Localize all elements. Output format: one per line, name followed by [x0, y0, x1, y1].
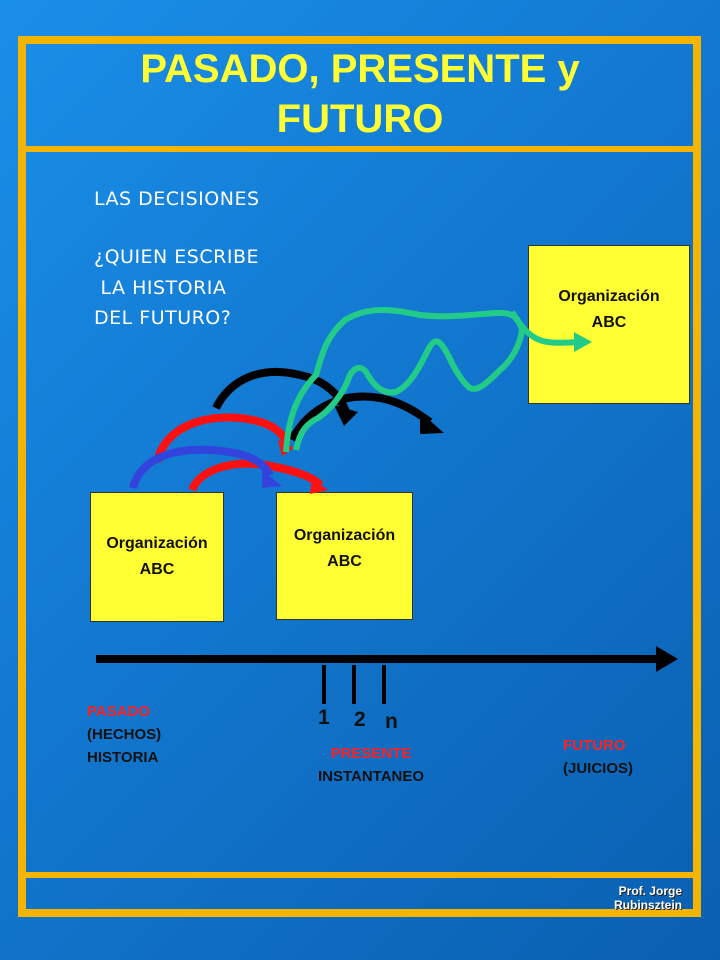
timeline-arrowhead — [656, 646, 678, 672]
author-line-2: Rubinsztein — [614, 898, 682, 912]
intro-line-4: DEL FUTURO? — [94, 307, 232, 329]
future-line-2: (JUICIOS) — [563, 760, 634, 777]
green-arrow-head — [574, 332, 592, 352]
past-line-2: (HECHOS) — [87, 726, 162, 743]
org-box-past-sub: ABC — [139, 561, 175, 578]
red-arrow-2 — [188, 459, 324, 492]
blue-arrow-head — [262, 470, 282, 488]
black-arrow-2 — [288, 392, 433, 442]
black-arrow-2-head — [420, 412, 444, 434]
future-label: FUTURO (JUICIOS) — [563, 734, 633, 780]
author-credit: Prof. Jorge Rubinsztein — [614, 884, 682, 912]
present-label: PRESENTE INSTANTANEO — [296, 742, 446, 788]
intro-line-1: LAS DECISIONES — [94, 188, 260, 210]
slide-frame — [18, 36, 701, 917]
intro-line-2: ¿QUIEN ESCRIBE — [94, 246, 259, 268]
org-box-present-name: Organización — [293, 527, 396, 544]
footer-divider — [18, 872, 701, 878]
red-arrow-2-head — [310, 478, 328, 494]
green-arrow-tail — [509, 310, 583, 346]
future-title: FUTURO — [563, 737, 626, 754]
org-box-past: Organización ABC — [90, 492, 224, 622]
org-box-future: Organización ABC — [528, 245, 690, 404]
org-box-present: Organización ABC — [276, 492, 413, 620]
present-line-2: INSTANTANEO — [317, 768, 425, 785]
org-box-future-name: Organización — [558, 288, 660, 305]
org-box-present-sub: ABC — [327, 553, 362, 570]
org-box-past-name: Organización — [106, 535, 208, 552]
tick-label-2: 2 — [354, 708, 366, 731]
present-title: PRESENTE — [330, 745, 412, 762]
black-arrow-1-head — [334, 405, 358, 426]
past-line-3: HISTORIA — [87, 749, 159, 766]
green-arrow — [283, 307, 526, 453]
past-label: PASADO (HECHOS) HISTORIA — [87, 700, 161, 769]
past-title: PASADO — [87, 703, 151, 720]
blue-arrow — [129, 445, 274, 490]
org-box-future-sub: ABC — [591, 314, 627, 331]
red-arrow-1 — [153, 413, 291, 464]
tick-label-n: n — [385, 710, 398, 733]
slide-title: PASADO, PRESENTE y FUTURO — [140, 47, 580, 141]
intro-line-3: LA HISTORIA — [94, 277, 227, 299]
author-line-1: Prof. Jorge — [618, 884, 682, 898]
tick-label-1: 1 — [318, 706, 330, 729]
title-divider — [18, 146, 701, 152]
